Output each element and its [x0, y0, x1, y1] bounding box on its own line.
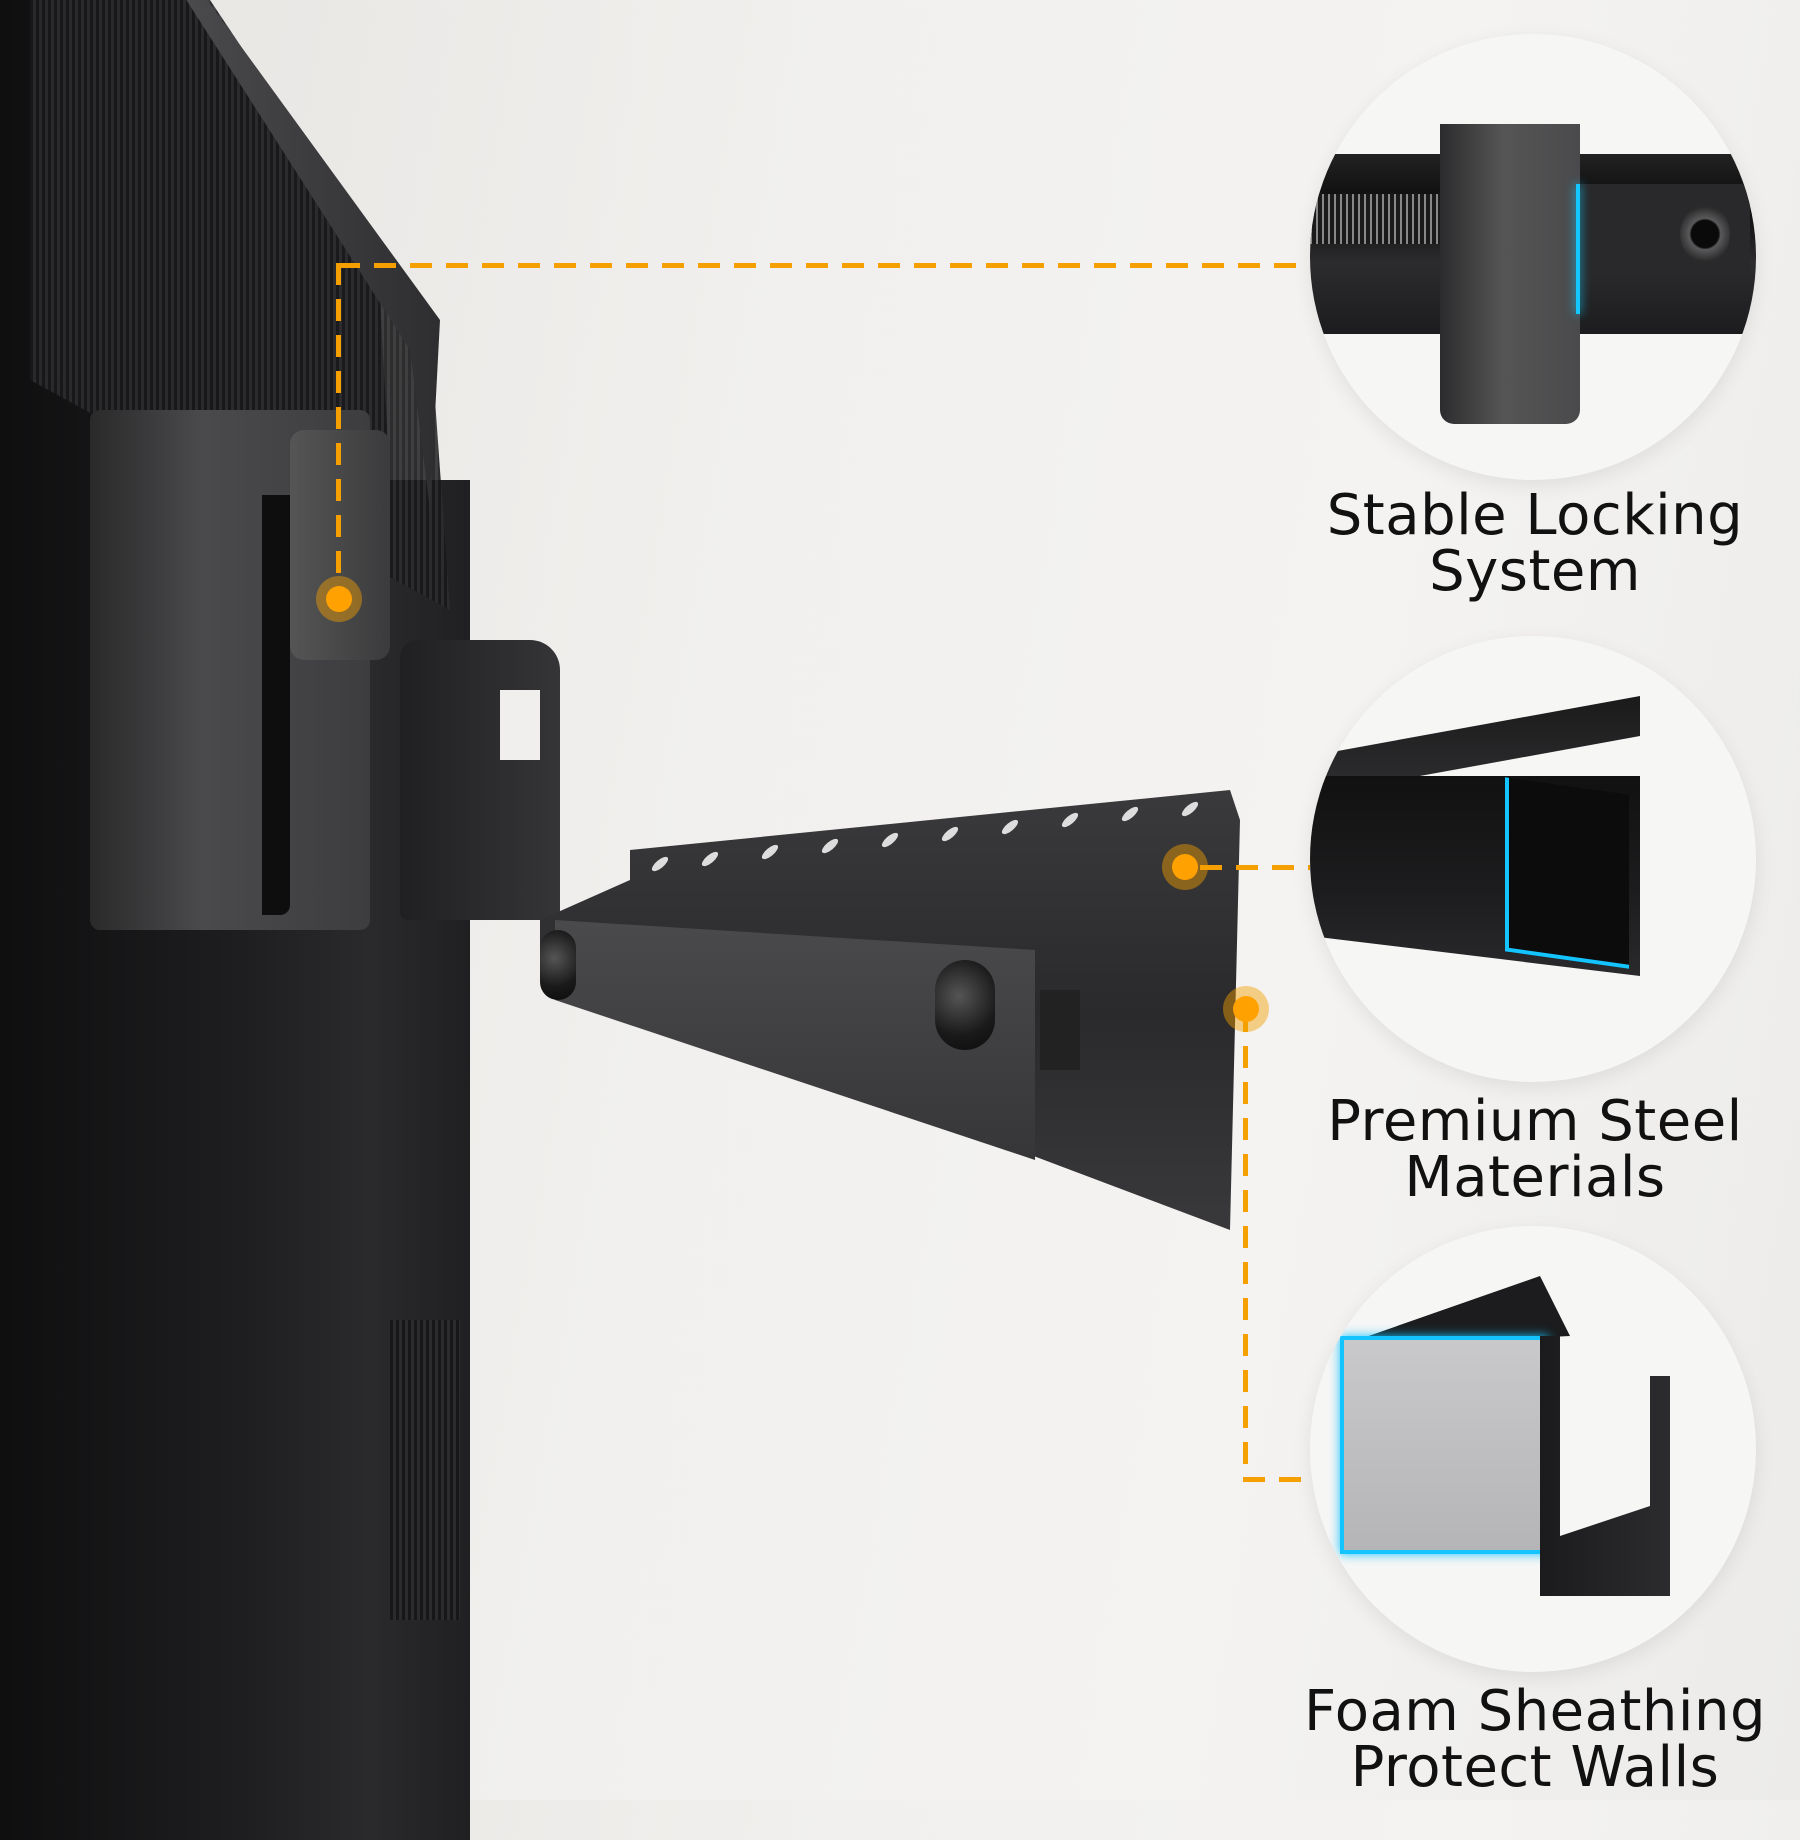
channel-side	[1540, 1336, 1670, 1596]
feature-label-foam: Foam Sheathing Protect Walls	[1290, 1684, 1780, 1796]
highlight-edge	[1576, 184, 1580, 314]
label-line: Protect Walls	[1350, 1735, 1720, 1800]
callout-dot-foam	[1233, 996, 1259, 1022]
callout-line-1-horizontal	[338, 263, 1308, 268]
rail-stopper	[1040, 990, 1080, 1070]
feature-label-steel: Premium Steel Materials	[1290, 1094, 1780, 1206]
hook-slot	[262, 495, 290, 915]
channel-slot-highlight	[1505, 777, 1629, 969]
rail-bolt-left	[540, 930, 576, 1000]
secondary-hook-slot	[500, 690, 540, 760]
tv-lower-vent	[390, 1320, 460, 1620]
callout-line-1-vertical	[336, 263, 341, 593]
feature-circle-steel	[1310, 636, 1756, 1082]
secondary-hook-bracket	[400, 640, 560, 920]
callout-line-3-horizontal	[1243, 1477, 1313, 1482]
label-line: Premium Steel	[1327, 1089, 1743, 1154]
callout-dot-steel	[1172, 854, 1198, 880]
label-line: Materials	[1404, 1145, 1666, 1210]
feature-circle-locking	[1310, 34, 1756, 480]
feature-circle-foam	[1310, 1226, 1756, 1672]
rail-bolt-right	[935, 960, 995, 1050]
foam-sheathing	[1340, 1336, 1548, 1554]
hex-bolt-icon	[1680, 204, 1730, 264]
callout-line-3-vertical	[1243, 1010, 1248, 1480]
locking-clip	[1440, 124, 1580, 424]
label-line: System	[1429, 539, 1641, 604]
feature-label-locking: Stable Locking System	[1290, 488, 1780, 600]
label-line: Foam Sheathing	[1304, 1679, 1766, 1744]
callout-line-2	[1200, 865, 1310, 870]
label-line: Stable Locking	[1326, 483, 1744, 548]
callout-dot-locking	[326, 586, 352, 612]
